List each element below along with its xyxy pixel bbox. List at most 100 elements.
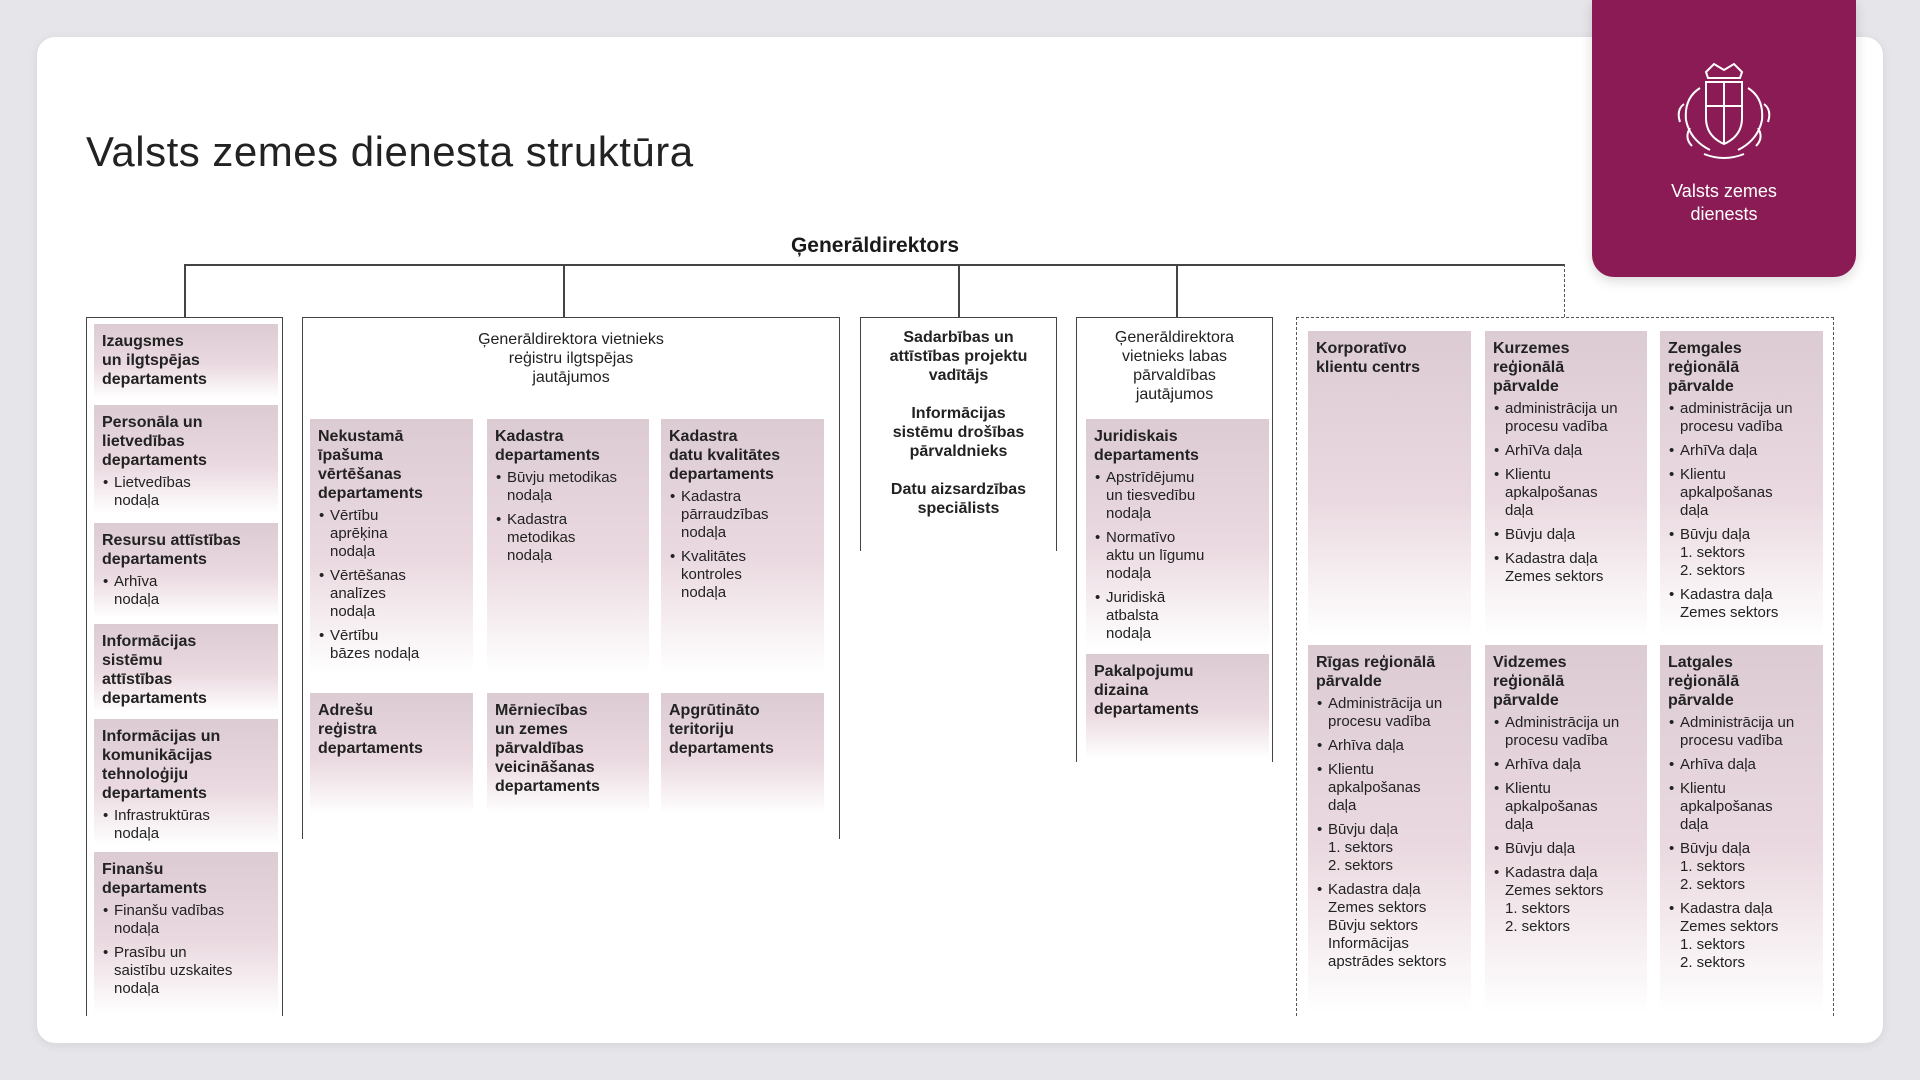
unit-item: Būvju daļa [1493, 526, 1639, 544]
department-box[interactable]: Zemgales reģionālā pārvaldeadministrācij… [1660, 331, 1823, 637]
department-title: Vidzemes reģionālā pārvalde [1493, 654, 1567, 709]
connector-line [1176, 264, 1178, 317]
unit-list: Kadastra pārraudzības nodaļaKvalitātes k… [669, 488, 816, 602]
department-box[interactable]: Adrešu reģistra departaments [310, 693, 473, 814]
connector-line [563, 264, 565, 317]
logo-badge: Valsts zemes dienests [1592, 0, 1856, 277]
unit-item: Būvju daļa 1. sektors 2. sektors [1668, 840, 1815, 894]
unit-item: Arhīva daļa [1668, 756, 1815, 774]
unit-item: Kadastra daļa Zemes sektors 1. sektors 2… [1493, 864, 1639, 936]
unit-item: Vērtību bāzes nodaļa [318, 627, 465, 663]
unit-item: Prasību un saistību uzskaites nodaļa [102, 944, 270, 998]
department-box[interactable]: Resursu attīstības departamentsArhīva no… [94, 523, 278, 618]
unit-list: Lietvedības nodaļa [102, 474, 270, 510]
unit-item: Kadastra daļa Zemes sektors 1. sektors 2… [1668, 900, 1815, 972]
department-title: Nekustamā īpašuma vērtēšanas departament… [318, 428, 423, 502]
department-title: Juridiskais departaments [1094, 428, 1199, 464]
department-title: Personāla un lietvedības departaments [102, 414, 207, 469]
department-box[interactable]: Vidzemes reģionālā pārvaldeAdministrācij… [1485, 645, 1647, 1014]
department-title: Rīgas reģionālā pārvalde [1316, 654, 1436, 690]
department-box[interactable]: Nekustamā īpašuma vērtēšanas departament… [310, 419, 473, 673]
department-box[interactable]: Pakalpojumu dizaina departaments [1086, 654, 1269, 759]
department-box[interactable]: Informācijas un komunikācijas tehnoloģij… [94, 719, 278, 845]
group-title: Ģenerāldirektora vietnieks labas pārvald… [1114, 329, 1235, 403]
unit-item: ArhīVa daļa [1668, 442, 1815, 460]
unit-item: Būvju daļa 1. sektors 2. sektors [1668, 526, 1815, 580]
unit-item: Finanšu vadības nodaļa [102, 902, 270, 938]
unit-item: Klientu apkalpošanas daļa [1493, 780, 1639, 834]
department-box[interactable]: Rīgas reģionālā pārvaldeAdministrācija u… [1308, 645, 1471, 1014]
group-frame-regional [1296, 317, 1834, 1016]
department-title: Adrešu reģistra departaments [318, 702, 423, 757]
department-box[interactable]: Informācijas sistēmu attīstības departam… [94, 624, 278, 713]
department-box[interactable]: Kadastra datu kvalitātes departamentsKad… [661, 419, 824, 673]
department-title: Izaugsmes un ilgtspējas departaments [102, 333, 207, 388]
general-director-title: Ģenerāldirektors [790, 234, 960, 257]
unit-item: Juridiskā atbalsta nodaļa [1094, 589, 1261, 643]
page-title: Valsts zemes dienesta struktūra [86, 128, 694, 175]
department-title: Mērniecības un zemes pārvaldības veicinā… [495, 702, 600, 795]
department-box[interactable]: Juridiskais departamentsApstrīdējumu un … [1086, 419, 1269, 649]
department-box[interactable]: Kurzemes reģionālā pārvalde administrācij… [1485, 331, 1647, 637]
unit-item: Kadastra daļa Zemes sektors Būvju sektor… [1316, 881, 1463, 971]
unit-item: Klientu apkalpošanas daļa [1316, 761, 1463, 815]
unit-item: Kadastra pārraudzības nodaļa [669, 488, 816, 542]
unit-item: Būvju daļa 1. sektors 2. sektors [1316, 821, 1463, 875]
department-title: Korporatīvo klientu centrs [1316, 340, 1421, 376]
department-title: Resursu attīstības departaments [102, 532, 241, 568]
department-box[interactable]: Finanšu departamentsFinanšu vadības noda… [94, 852, 278, 1014]
department-box[interactable]: Kadastra departamentsBūvju metodikas nod… [487, 419, 649, 673]
unit-item: Administrācija un procesu vadība [1316, 695, 1463, 731]
group-frame-legal: Ģenerāldirektora vietnieks labas pārvald… [1076, 317, 1273, 762]
connector-line [184, 264, 1565, 266]
unit-list: Administrācija un procesu vadībaArhīva d… [1316, 695, 1463, 971]
unit-item: Būvju metodikas nodaļa [495, 469, 641, 505]
unit-list: Apstrīdējumu un tiesvedību nodaļaNormatī… [1094, 469, 1261, 643]
department-title: Informācijas sistēmu attīstības departam… [102, 633, 207, 707]
department-title: Finanšu departaments [102, 861, 207, 897]
department-box[interactable]: Mērniecības un zemes pārvaldības veicinā… [487, 693, 649, 814]
department-box[interactable]: Apgrūtināto teritoriju departaments [661, 693, 824, 814]
department-title: Latgales reģionālā pārvalde [1668, 654, 1740, 709]
group-frame-registry: Ģenerāldirektora vietnieks reģistru ilgt… [302, 317, 840, 839]
department-title: Kurzemes reģionālā pārvalde [1493, 340, 1570, 395]
logo-text: Valsts zemes dienests [1671, 181, 1777, 224]
unit-item: administrācija un procesu vadība [1668, 400, 1815, 436]
unit-item: Kadastra metodikas nodaļa [495, 511, 641, 565]
unit-list: Administrācija un procesu vadībaArhīva d… [1493, 714, 1639, 936]
coat-of-arms-icon [1677, 62, 1771, 159]
connector-line [958, 264, 960, 317]
group-title: Sadarbības un attīstības projektu vadītā… [889, 329, 1028, 517]
unit-list: Arhīva nodaļa [102, 573, 270, 609]
unit-item: administrācija un procesu vadība [1493, 400, 1639, 436]
unit-item: Arhīva daļa [1493, 756, 1639, 774]
unit-item: Administrācija un procesu vadība [1668, 714, 1815, 750]
department-box[interactable]: Korporatīvo klientu centrs [1308, 331, 1471, 637]
unit-list: Infrastruktūras nodaļa [102, 807, 270, 843]
department-title: Zemgales reģionālā pārvalde [1668, 340, 1742, 395]
unit-item: Vērtību aprēķina nodaļa [318, 507, 465, 561]
department-box[interactable]: Personāla un lietvedības departamentsLie… [94, 405, 278, 514]
department-title: Apgrūtināto teritoriju departaments [669, 702, 774, 757]
unit-item: Arhīva nodaļa [102, 573, 270, 609]
group-frame-left [86, 317, 283, 1016]
connector-line [184, 264, 186, 317]
department-title: Kadastra datu kvalitātes departaments [669, 428, 781, 483]
unit-item: Būvju daļa [1493, 840, 1639, 858]
unit-list: Finanšu vadības nodaļaPrasību un saistīb… [102, 902, 270, 998]
unit-item: Klientu apkalpošanas daļa [1493, 466, 1639, 520]
department-box[interactable]: Izaugsmes un ilgtspējas departaments [94, 324, 278, 398]
unit-item: Apstrīdējumu un tiesvedību nodaļa [1094, 469, 1261, 523]
dashed-connector-line [1564, 264, 1565, 317]
unit-item: Administrācija un procesu vadība [1493, 714, 1639, 750]
unit-item: Kvalitātes kontroles nodaļa [669, 548, 816, 602]
department-title: Pakalpojumu dizaina departaments [1094, 663, 1199, 718]
unit-item: Vērtēšanas analīzes nodaļa [318, 567, 465, 621]
department-box[interactable]: Latgales reģionālā pārvaldeAdministrācij… [1660, 645, 1823, 1014]
department-title: Kadastra departaments [495, 428, 600, 464]
unit-item: Arhīva daļa [1316, 737, 1463, 755]
group-frame-cooperation: Sadarbības un attīstības projektu vadītā… [860, 317, 1057, 551]
unit-list: administrācija un procesu vadībaArhīVa d… [1668, 400, 1815, 622]
unit-item: Klientu apkalpošanas daļa [1668, 780, 1815, 834]
